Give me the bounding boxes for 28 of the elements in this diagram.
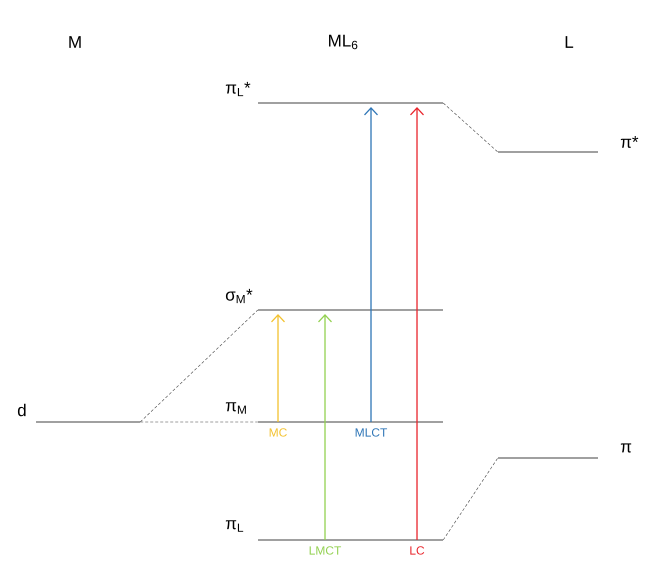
transition-arrow — [271, 314, 285, 422]
node-label: π$_{L}$* — [226, 82, 250, 96]
transition-arrow — [410, 107, 424, 540]
node-label: d — [18, 404, 26, 416]
energy-level: σ$_{M}$* — [226, 288, 443, 310]
energy-level: π — [498, 443, 632, 458]
node-label: π* — [620, 136, 638, 148]
edge-label: MLCT — [354, 427, 388, 438]
column-heading: ML$_{6}$ — [329, 34, 358, 50]
edge-label: LC — [408, 545, 426, 556]
column-heading: L — [566, 36, 574, 48]
correlation-line — [442, 102, 498, 152]
energy-level: π$_{L}$* — [226, 82, 443, 104]
edge-label: MC — [268, 427, 288, 438]
energy-level: d — [18, 404, 140, 422]
transition-arrow — [318, 314, 332, 540]
energy-level: π$_{M}$ — [226, 402, 443, 422]
energy-level: π$_{L}$ — [226, 520, 443, 540]
node-label: σ$_{M}$* — [226, 288, 252, 304]
correlation-line — [140, 310, 258, 422]
edge-label: LMCT — [308, 545, 342, 556]
node-label: π — [620, 443, 632, 453]
correlation-line — [442, 458, 498, 540]
node-label: π$_{M}$ — [226, 402, 246, 414]
transition-arrow — [364, 107, 378, 422]
column-heading: M — [69, 36, 81, 48]
node-label: π$_{L}$ — [226, 520, 244, 532]
energy-level: π* — [498, 136, 638, 152]
